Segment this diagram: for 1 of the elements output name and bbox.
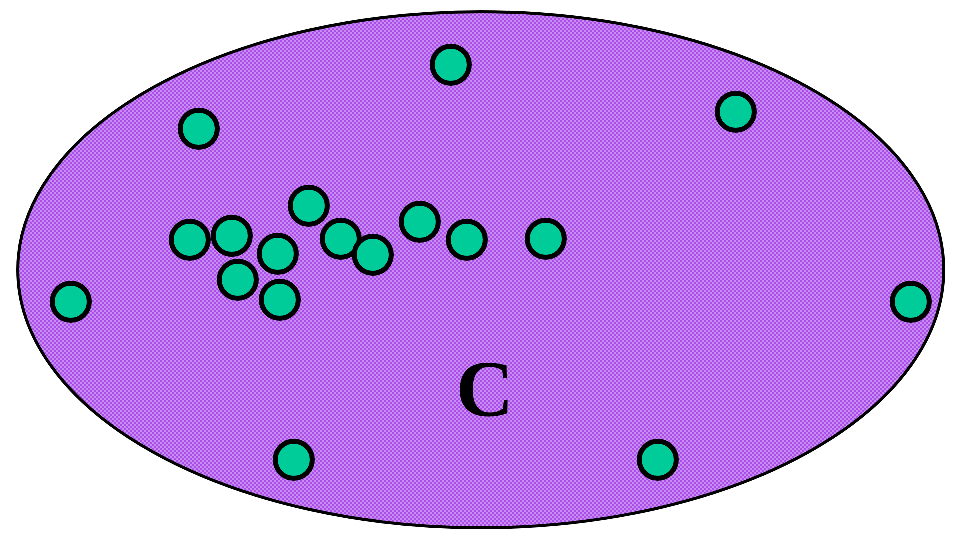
region-label: C <box>455 350 515 430</box>
